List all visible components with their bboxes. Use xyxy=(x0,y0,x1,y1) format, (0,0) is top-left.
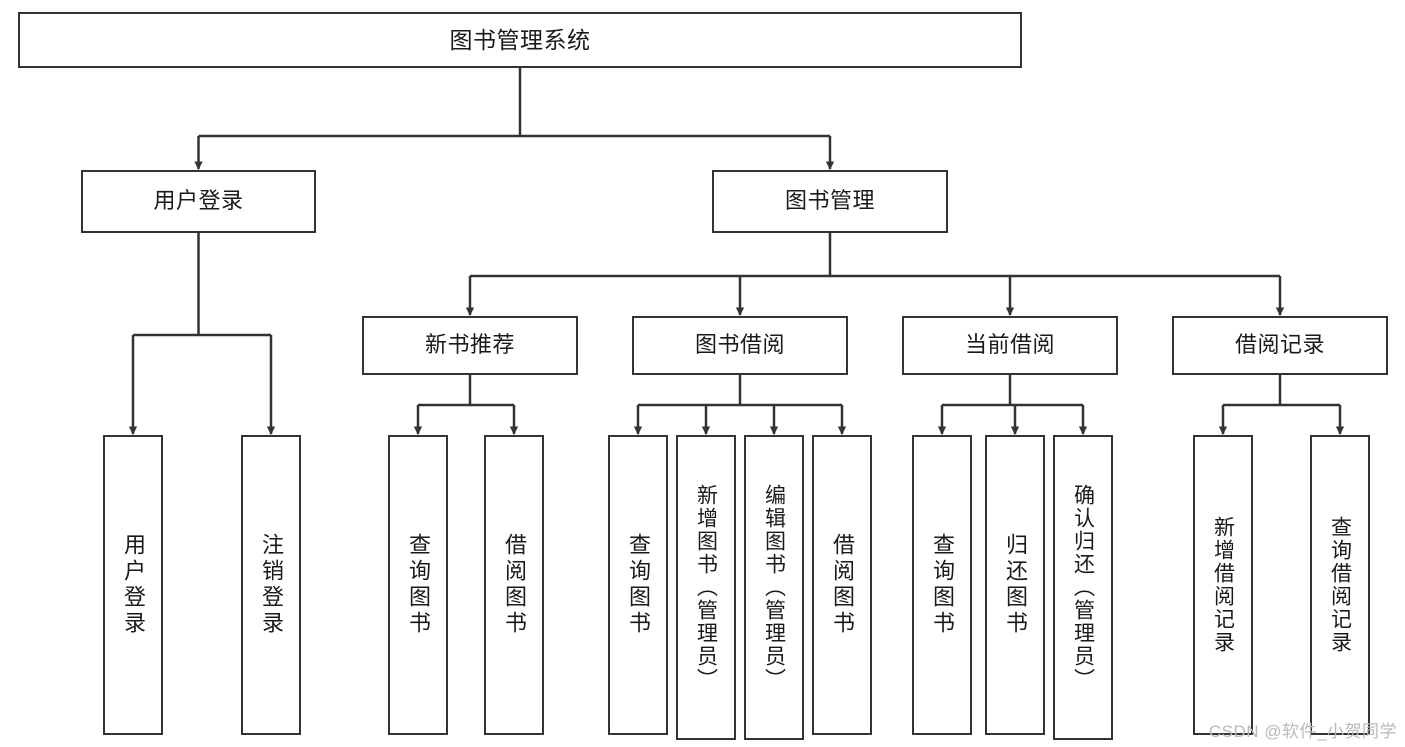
node-label: 查询图书 xyxy=(406,533,431,637)
node-leaf_query_1[interactable]: 查询图书 xyxy=(388,435,448,735)
node-label: 借阅记录 xyxy=(1234,332,1325,358)
node-label: 借阅图书 xyxy=(502,533,527,637)
node-leaf_borrow_1[interactable]: 借阅图书 xyxy=(484,435,544,735)
node-current_borrow[interactable]: 当前借阅 xyxy=(902,316,1118,375)
node-label: 图书管理系统 xyxy=(449,26,591,53)
node-label: 归还图书 xyxy=(1003,533,1028,637)
node-label: 新增借阅记录 xyxy=(1211,516,1235,654)
node-label: 查询借阅记录 xyxy=(1328,516,1352,654)
node-label: 图书借阅 xyxy=(694,332,785,358)
node-leaf_confirm[interactable]: 确认归还（管理员） xyxy=(1053,435,1113,740)
node-label: 新书推荐 xyxy=(424,332,515,358)
node-label: 当前借阅 xyxy=(964,332,1055,358)
node-leaf_edit_book[interactable]: 编辑图书（管理员） xyxy=(744,435,804,740)
node-label: 注销登录 xyxy=(259,533,284,637)
node-root[interactable]: 图书管理系统 xyxy=(18,12,1022,68)
node-label: 图书管理 xyxy=(784,188,875,214)
node-label: 用户登录 xyxy=(153,188,244,214)
node-label: 新增图书（管理员） xyxy=(694,484,718,691)
node-label: 借阅图书 xyxy=(830,533,855,637)
node-book_borrow[interactable]: 图书借阅 xyxy=(632,316,848,375)
node-book_mgmt[interactable]: 图书管理 xyxy=(712,170,948,233)
node-leaf_add_book[interactable]: 新增图书（管理员） xyxy=(676,435,736,740)
node-label: 确认归还（管理员） xyxy=(1071,484,1095,691)
node-label: 查询图书 xyxy=(626,533,651,637)
edge-group xyxy=(128,68,1345,436)
node-borrow_record[interactable]: 借阅记录 xyxy=(1172,316,1388,375)
node-leaf_logout[interactable]: 注销登录 xyxy=(241,435,301,735)
node-leaf_return[interactable]: 归还图书 xyxy=(985,435,1045,735)
node-leaf_user_login[interactable]: 用户登录 xyxy=(103,435,163,735)
node-leaf_query_rec[interactable]: 查询借阅记录 xyxy=(1310,435,1370,735)
node-label: 编辑图书（管理员） xyxy=(762,484,786,691)
node-label: 查询图书 xyxy=(930,533,955,637)
node-leaf_add_rec[interactable]: 新增借阅记录 xyxy=(1193,435,1253,735)
node-new_book_rec[interactable]: 新书推荐 xyxy=(362,316,578,375)
node-leaf_query_3[interactable]: 查询图书 xyxy=(912,435,972,735)
node-leaf_query_2[interactable]: 查询图书 xyxy=(608,435,668,735)
watermark-text: CSDN @软件_小贺同学 xyxy=(1208,722,1397,741)
node-leaf_borrow_2[interactable]: 借阅图书 xyxy=(812,435,872,735)
node-user_login[interactable]: 用户登录 xyxy=(81,170,316,233)
node-label: 用户登录 xyxy=(121,533,146,637)
